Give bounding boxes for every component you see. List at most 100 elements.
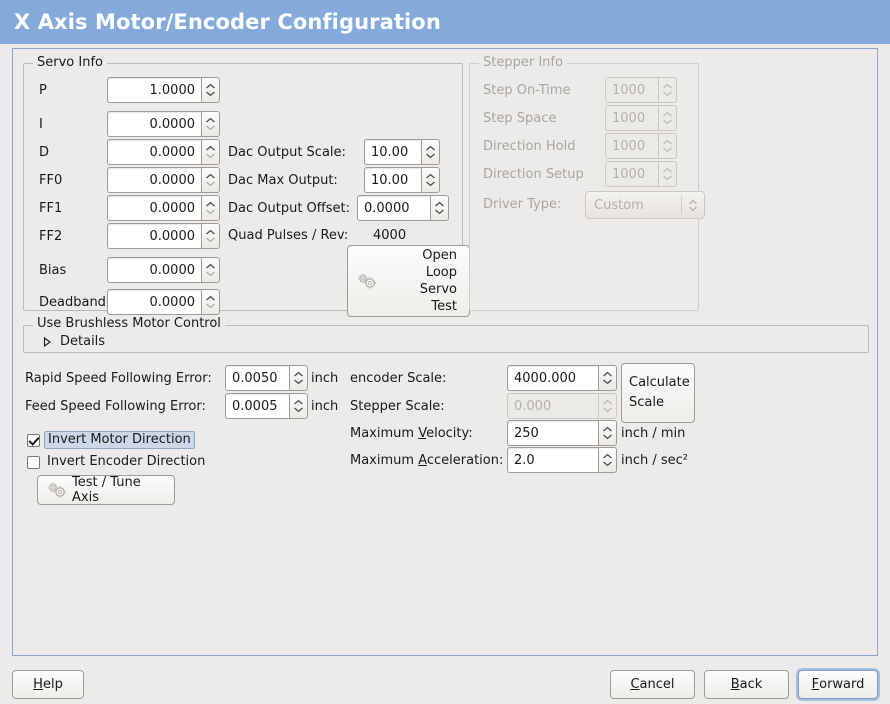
servo-spin-d[interactable]: 0.0000	[107, 139, 220, 165]
servo-label-bias: Bias	[39, 263, 67, 278]
servo-value-bias[interactable]: 0.0000	[107, 257, 201, 283]
use-brushless-motor-control-checkbox[interactable]: Use Brushless Motor Control	[33, 316, 225, 332]
dac-output-scale-spin-buttons[interactable]	[421, 139, 440, 165]
servo-value-ff2[interactable]: 0.0000	[107, 223, 201, 249]
servo-spin-deadband-buttons[interactable]	[201, 289, 220, 315]
chevron-up-icon[interactable]	[425, 145, 436, 152]
chevron-up-icon[interactable]	[205, 83, 216, 90]
chevron-up-icon[interactable]	[293, 371, 304, 378]
chevron-down-icon[interactable]	[293, 406, 304, 413]
feed-following-error-spin-buttons[interactable]	[289, 393, 308, 419]
servo-spin-bias-buttons[interactable]	[201, 257, 220, 283]
chevron-up-icon[interactable]	[425, 173, 436, 180]
chevron-up-icon[interactable]	[205, 201, 216, 208]
chevron-down-icon[interactable]	[205, 236, 216, 243]
chevron-up-icon[interactable]	[602, 371, 613, 378]
chevron-down-icon[interactable]	[602, 433, 613, 440]
servo-label-d: D	[39, 145, 50, 160]
chevron-up-icon[interactable]	[602, 453, 613, 460]
chevron-up-icon[interactable]	[205, 263, 216, 270]
servo-spin-ff0[interactable]: 0.0000	[107, 167, 220, 193]
feed-following-error-value[interactable]: 0.0005	[225, 393, 289, 419]
checkbox-box[interactable]	[27, 433, 40, 447]
open-loop-servo-test-button[interactable]: Open Loop Servo Test	[347, 245, 470, 317]
encoder-scale-value[interactable]: 4000.000	[507, 365, 598, 391]
maximum-acceleration-spin[interactable]: 2.0	[507, 447, 617, 473]
maximum-acceleration-value[interactable]: 2.0	[507, 447, 598, 473]
checkbox-box[interactable]	[27, 455, 40, 469]
encoder-scale-spin-buttons[interactable]	[598, 365, 617, 391]
dac-max-output-spin[interactable]: 10.00	[364, 167, 440, 193]
details-expander[interactable]: Details	[41, 334, 105, 349]
chevron-down-icon[interactable]	[205, 152, 216, 159]
chevron-down-icon[interactable]	[293, 378, 304, 385]
servo-spin-i-buttons[interactable]	[201, 111, 220, 137]
encoder-scale-spin[interactable]: 4000.000	[507, 365, 617, 391]
servo-spin-p[interactable]: 1.0000	[107, 77, 220, 103]
servo-value-i[interactable]: 0.0000	[107, 111, 201, 137]
servo-spin-p-buttons[interactable]	[201, 77, 220, 103]
chevron-up-icon[interactable]	[293, 399, 304, 406]
chevron-up-icon[interactable]	[205, 145, 216, 152]
rapid-following-error-value[interactable]: 0.0050	[225, 365, 289, 391]
servo-value-p[interactable]: 1.0000	[107, 77, 201, 103]
dac-output-offset-spin-buttons[interactable]	[430, 195, 449, 221]
chevron-down-icon[interactable]	[205, 180, 216, 187]
chevron-down-icon[interactable]	[434, 208, 445, 215]
invert-encoder-direction-checkbox[interactable]: Invert Encoder Direction	[27, 454, 205, 470]
servo-spin-ff1-buttons[interactable]	[201, 195, 220, 221]
maximum-velocity-spin-buttons[interactable]	[598, 420, 617, 446]
servo-spin-d-buttons[interactable]	[201, 139, 220, 165]
servo-value-ff0[interactable]: 0.0000	[107, 167, 201, 193]
chevron-down-icon[interactable]	[205, 208, 216, 215]
dac-output-scale-spin[interactable]: 10.00	[364, 139, 440, 165]
chevron-down-icon[interactable]	[602, 460, 613, 467]
servo-spin-bias[interactable]: 0.0000	[107, 257, 220, 283]
chevron-up-icon[interactable]	[205, 295, 216, 302]
chevron-down-icon[interactable]	[425, 180, 436, 187]
rapid-following-error-spin-buttons[interactable]	[289, 365, 308, 391]
servo-spin-deadband[interactable]: 0.0000	[107, 289, 220, 315]
chevron-down-icon[interactable]	[205, 270, 216, 277]
maximum-acceleration-spin-buttons[interactable]	[598, 447, 617, 473]
servo-value-d[interactable]: 0.0000	[107, 139, 201, 165]
chevron-up-icon[interactable]	[434, 201, 445, 208]
maximum-velocity-spin[interactable]: 250	[507, 420, 617, 446]
chevron-down-icon[interactable]	[205, 90, 216, 97]
chevron-up-icon[interactable]	[602, 426, 613, 433]
direction-setup-spin: 1000	[605, 161, 677, 187]
servo-spin-i[interactable]: 0.0000	[107, 111, 220, 137]
dac-max-output-spin-buttons[interactable]	[421, 167, 440, 193]
chevron-down-icon[interactable]	[602, 378, 613, 385]
rapid-following-error-spin[interactable]: 0.0050	[225, 365, 308, 391]
chevron-up-icon[interactable]	[205, 117, 216, 124]
triangle-right-icon[interactable]	[41, 336, 53, 348]
dac-max-output-value[interactable]: 10.00	[364, 167, 421, 193]
driver-type-select[interactable]: Custom	[585, 191, 705, 219]
chevron-up-icon[interactable]	[205, 229, 216, 236]
maximum-velocity-value[interactable]: 250	[507, 420, 598, 446]
dac-output-scale-value[interactable]: 10.00	[364, 139, 421, 165]
feed-following-error-spin[interactable]: 0.0005	[225, 393, 308, 419]
servo-spin-ff0-buttons[interactable]	[201, 167, 220, 193]
servo-spin-ff2-buttons[interactable]	[201, 223, 220, 249]
dac-output-offset-value[interactable]: 0.0000	[357, 195, 430, 221]
servo-spin-ff2[interactable]: 0.0000	[107, 223, 220, 249]
chevron-down-icon[interactable]	[205, 302, 216, 309]
servo-value-ff1[interactable]: 0.0000	[107, 195, 201, 221]
servo-value-deadband[interactable]: 0.0000	[107, 289, 201, 315]
chevron-up-icon[interactable]	[205, 173, 216, 180]
title-bar: X Axis Motor/Encoder Configuration	[0, 0, 890, 44]
invert-motor-direction-checkbox[interactable]: Invert Motor Direction	[27, 431, 195, 449]
dac-output-offset-spin[interactable]: 0.0000	[357, 195, 449, 221]
chevron-down-icon[interactable]	[425, 152, 436, 159]
test-tune-axis-button[interactable]: Test / Tune Axis	[37, 475, 175, 505]
chevron-down-icon[interactable]	[205, 124, 216, 131]
calculate-scale-button[interactable]: Calculate Scale	[621, 363, 695, 423]
servo-spin-ff1[interactable]: 0.0000	[107, 195, 220, 221]
